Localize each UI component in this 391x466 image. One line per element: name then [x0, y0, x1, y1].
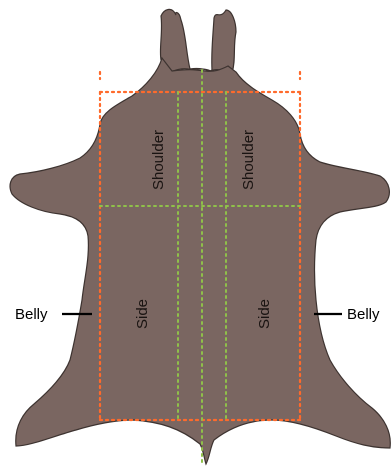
label-side-left: Side [134, 299, 151, 329]
label-shoulder-left: Shoulder [150, 130, 167, 190]
label-belly-left: Belly [15, 306, 48, 323]
label-belly-right: Belly [347, 306, 380, 323]
label-side-right: Side [256, 299, 273, 329]
hide-silhouette [160, 9, 236, 73]
label-shoulder-right: Shoulder [240, 130, 257, 190]
hide-body [10, 58, 390, 464]
